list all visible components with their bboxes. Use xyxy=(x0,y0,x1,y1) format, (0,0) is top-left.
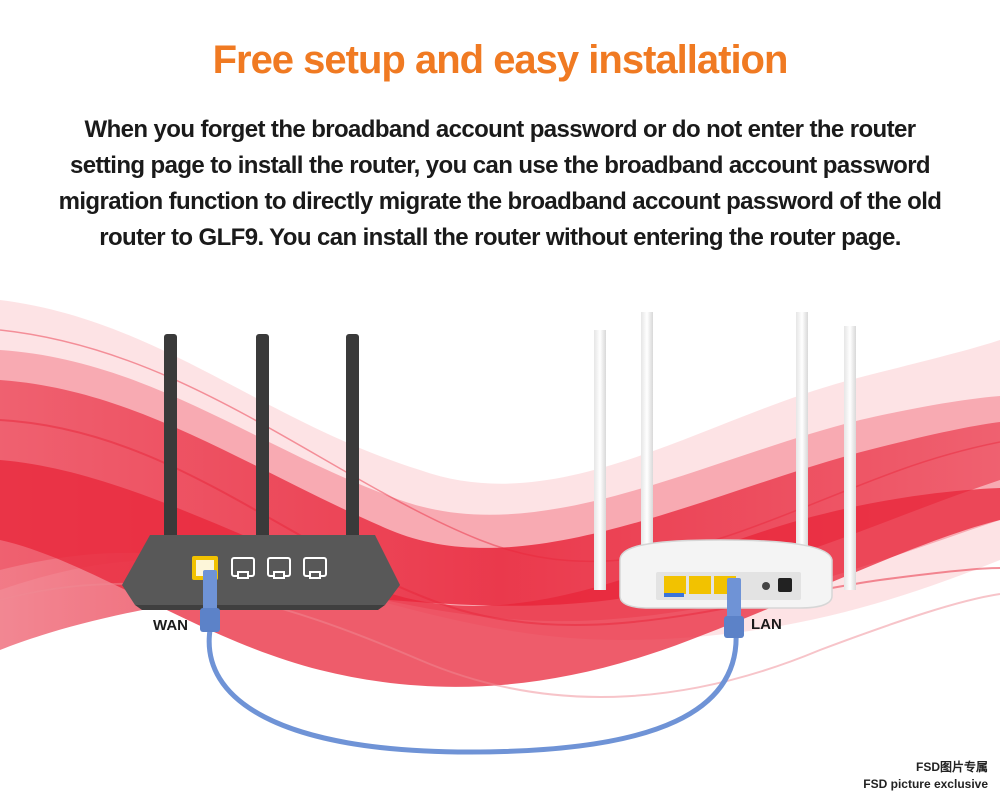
antenna-4 xyxy=(844,326,856,590)
power-port-icon xyxy=(778,578,792,592)
antenna-2 xyxy=(641,312,653,595)
new-router xyxy=(594,312,856,609)
old-router xyxy=(122,334,400,610)
lan-ports xyxy=(664,576,736,597)
old-router-body xyxy=(122,535,400,605)
description-text: When you forget the broadband account pa… xyxy=(58,116,942,251)
antenna-middle xyxy=(256,334,269,544)
page-title: Free setup and easy installation xyxy=(212,38,789,82)
wan-plug xyxy=(203,570,217,610)
reset-button-icon xyxy=(762,582,770,590)
lan-plug xyxy=(727,578,741,618)
ethernet-port-icon xyxy=(267,557,291,579)
wan-label: WAN xyxy=(153,617,188,634)
ethernet-cable xyxy=(200,570,744,755)
antenna-left xyxy=(164,334,177,544)
antenna-3 xyxy=(796,312,808,595)
lan-label: LAN xyxy=(751,616,782,633)
antenna-1 xyxy=(594,330,606,590)
watermark-line-2: FSD picture exclusive xyxy=(863,777,988,791)
ethernet-port-icon xyxy=(231,557,255,579)
watermark-line-1: FSD图片专属 xyxy=(915,760,988,774)
antenna-right xyxy=(346,334,359,544)
ethernet-port-icon xyxy=(303,557,327,579)
